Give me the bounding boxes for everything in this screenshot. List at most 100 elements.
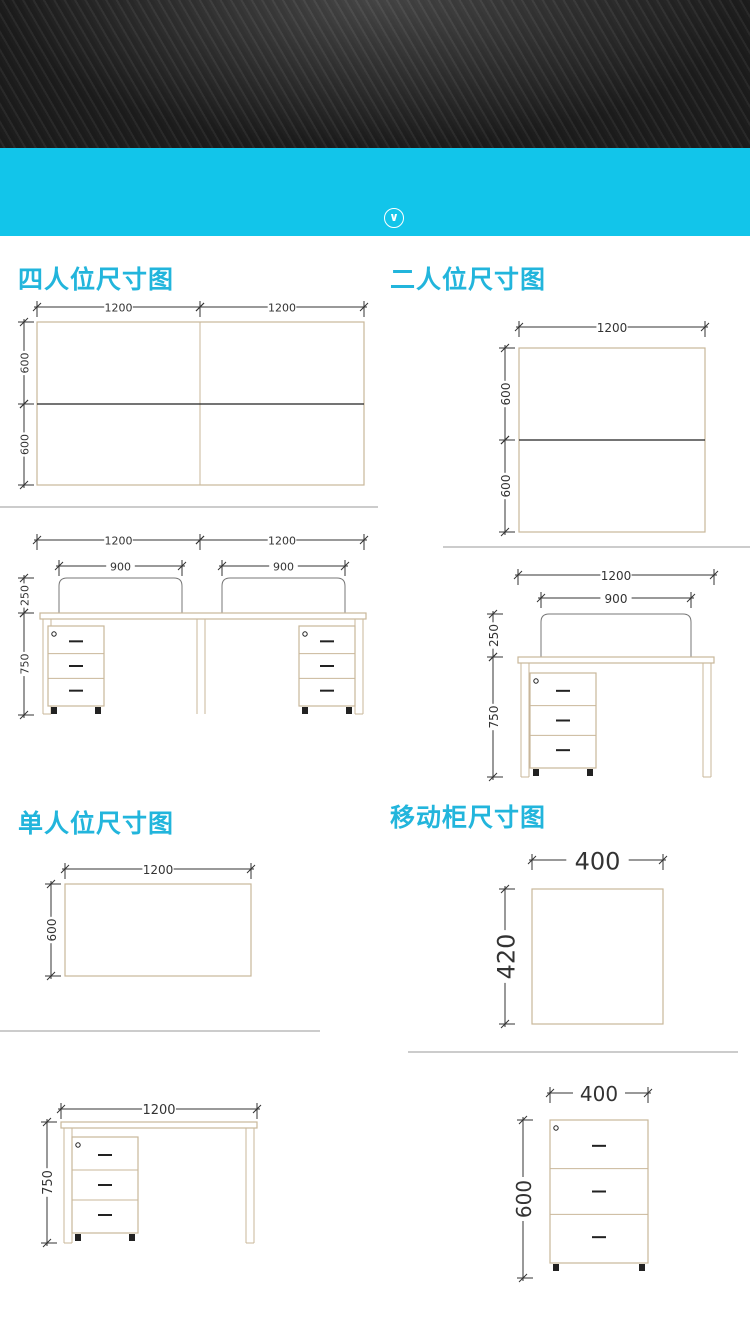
cabinet-plan-outline <box>531 888 664 1025</box>
tick-mark <box>513 570 523 580</box>
caster-wheel <box>587 769 593 776</box>
tick-mark <box>19 573 29 583</box>
tick-mark <box>488 609 498 619</box>
caster-wheel <box>302 707 308 714</box>
tick-mark <box>700 322 710 332</box>
lock-icon <box>51 631 57 637</box>
dimension-horizontal: 1200 <box>514 321 710 337</box>
label-gap <box>502 930 508 983</box>
tick-mark <box>32 302 42 312</box>
desktop <box>39 612 367 620</box>
dimension-label: 400 <box>575 848 621 876</box>
tick-mark <box>500 884 510 894</box>
dimension-label: 900 <box>605 592 628 606</box>
dimension-label: 1200 <box>268 301 296 314</box>
dimension-label: 1200 <box>597 321 628 335</box>
tick-mark <box>359 535 369 545</box>
tick-mark <box>60 864 70 874</box>
tick-mark <box>19 710 29 720</box>
label-gap <box>21 350 27 376</box>
dimension-horizontal: 1200 <box>32 301 205 317</box>
dimension-label: 1200 <box>601 569 632 583</box>
caster-wheel <box>553 1264 559 1271</box>
dimension-label: 1200 <box>268 534 296 547</box>
tick-mark <box>545 1088 555 1098</box>
desktop <box>517 656 715 664</box>
tick-mark <box>518 1115 528 1125</box>
label-gap <box>596 325 628 329</box>
tick-mark <box>518 1273 528 1283</box>
dimension-label: 250 <box>18 585 31 606</box>
title-two-person: 二人位尺寸图 <box>390 265 547 294</box>
label-gap <box>600 573 632 577</box>
label-gap <box>106 564 135 568</box>
desk-screen-panel <box>58 577 183 613</box>
title-single: 单人位尺寸图 <box>18 809 175 838</box>
dimension-label: 1200 <box>142 1103 175 1118</box>
label-gap <box>142 1107 176 1111</box>
tick-mark <box>19 317 29 327</box>
single-plan-outline <box>64 883 252 977</box>
label-gap <box>21 651 27 677</box>
label-gap <box>21 583 27 608</box>
desk-screen-panel <box>540 613 692 657</box>
label-gap <box>490 703 496 731</box>
tick-mark <box>54 561 64 571</box>
label-gap <box>104 538 133 542</box>
dimension-vertical: 750 <box>18 608 34 720</box>
label-gap <box>573 1091 625 1095</box>
tick-mark <box>488 652 498 662</box>
title-four-person: 四人位尺寸图 <box>18 265 175 294</box>
tick-mark <box>488 772 498 782</box>
caster-wheel <box>95 707 101 714</box>
tick-mark <box>536 593 546 603</box>
tick-mark <box>643 1088 653 1098</box>
dimension-horizontal: 900 <box>536 592 696 608</box>
label-gap <box>600 596 632 600</box>
dimension-vertical: 600 <box>512 1115 536 1283</box>
dimension-horizontal: 1200 <box>60 863 256 879</box>
dimension-label: 600 <box>18 353 31 374</box>
caster-wheel <box>75 1234 81 1241</box>
dimension-vertical: 600 <box>499 435 515 537</box>
lock-icon <box>75 1142 81 1148</box>
title-cabinet: 移动柜尺寸图 <box>390 803 547 832</box>
dimension-vertical: 420 <box>493 884 521 1029</box>
tick-mark <box>42 1238 52 1248</box>
dimension-horizontal: 1200 <box>56 1103 262 1119</box>
tick-mark <box>217 561 227 571</box>
label-gap <box>566 858 629 862</box>
lock-icon <box>533 678 539 684</box>
label-gap <box>142 867 174 871</box>
tick-mark <box>500 343 510 353</box>
label-gap <box>267 305 297 309</box>
dimension-horizontal: 1200 <box>32 534 205 550</box>
label-gap <box>48 916 54 944</box>
dimension-vertical: 600 <box>18 317 34 409</box>
tick-mark <box>195 535 205 545</box>
dimension-horizontal: 400 <box>545 1082 653 1106</box>
dimension-label: 250 <box>487 624 501 647</box>
tick-mark <box>32 535 42 545</box>
tick-mark <box>46 971 56 981</box>
label-gap <box>21 432 27 457</box>
tick-mark <box>195 302 205 312</box>
desk-screen-panel <box>221 577 346 613</box>
tick-mark <box>246 864 256 874</box>
tick-mark <box>56 1104 66 1114</box>
caster-wheel <box>129 1234 135 1241</box>
tick-mark <box>46 879 56 889</box>
tick-mark <box>500 527 510 537</box>
dimension-label: 900 <box>273 560 294 573</box>
dimension-label: 750 <box>18 654 31 675</box>
tick-mark <box>500 435 510 445</box>
dimension-label: 900 <box>110 560 131 573</box>
label-gap <box>267 538 297 542</box>
label-gap <box>520 1177 526 1221</box>
dimension-label: 1200 <box>143 863 174 877</box>
dimension-vertical: 750 <box>487 652 503 782</box>
tick-mark <box>527 855 537 865</box>
tick-mark <box>340 561 350 571</box>
label-gap <box>502 380 508 408</box>
dimension-label: 600 <box>499 383 513 406</box>
